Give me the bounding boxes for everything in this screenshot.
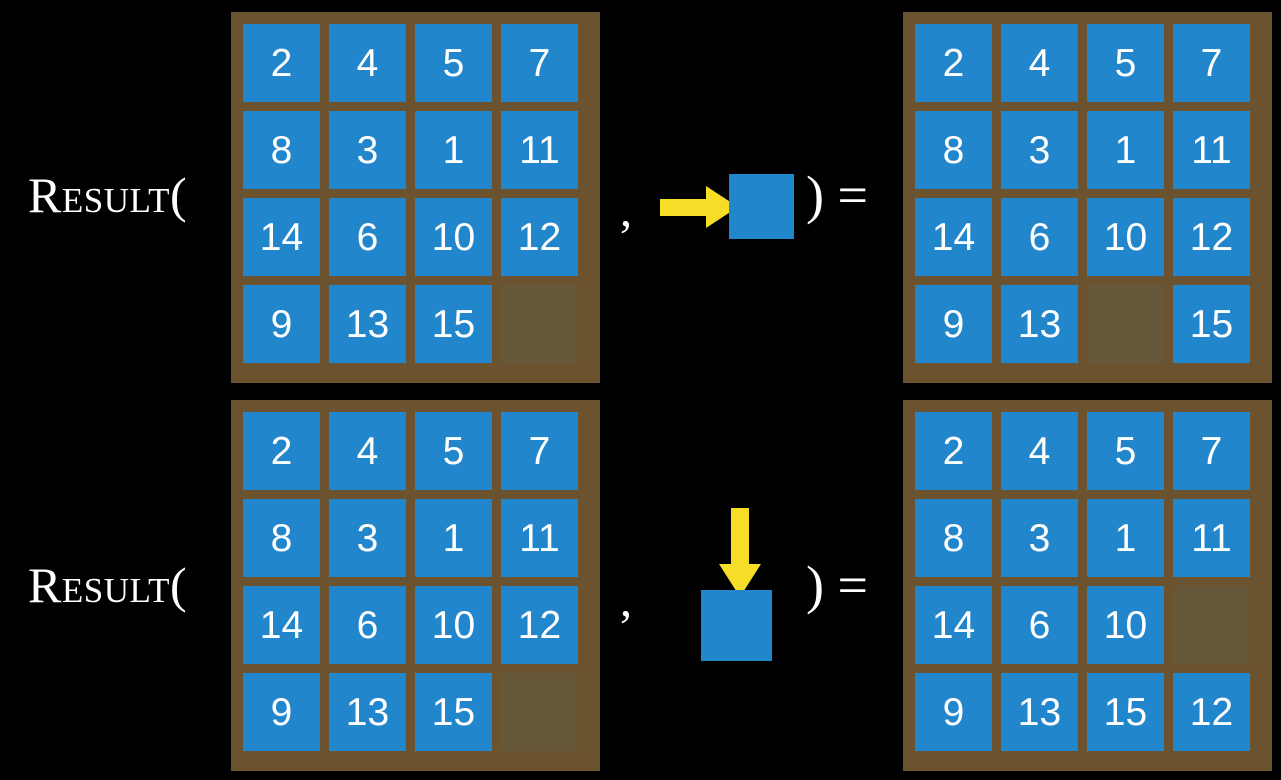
puzzle-tile: 14: [243, 198, 320, 276]
puzzle-tile: 8: [243, 499, 320, 577]
comma-separator-top: ,: [620, 183, 632, 237]
blank-tile-square-bottom: [701, 590, 772, 661]
puzzle-tile: 9: [243, 285, 320, 363]
puzzle-tile: 1: [415, 111, 492, 189]
puzzle-tile: 14: [915, 198, 992, 276]
puzzle-tile: 11: [501, 499, 578, 577]
puzzle-tile: 3: [1001, 111, 1078, 189]
puzzle-tile: 12: [501, 586, 578, 664]
puzzle-tile: 3: [329, 499, 406, 577]
comma-separator-bottom: ,: [620, 573, 632, 627]
puzzle-tile: 2: [243, 412, 320, 490]
puzzle-tile: 12: [1173, 673, 1250, 751]
puzzle-tile: 2: [915, 24, 992, 102]
puzzle-tile: 4: [1001, 412, 1078, 490]
puzzle-tile: 12: [501, 198, 578, 276]
action-illustration-top: [640, 0, 890, 390]
puzzle-tile: 15: [415, 285, 492, 363]
close-paren-equals-top: ) =: [806, 165, 868, 225]
blank-tile-square-top: [729, 174, 794, 239]
puzzle-tile: 10: [1087, 586, 1164, 664]
puzzle-blank-cell: [501, 673, 578, 751]
puzzle-tile: 14: [915, 586, 992, 664]
puzzle-tile: 1: [415, 499, 492, 577]
close-paren-equals-bottom: ) =: [806, 555, 868, 615]
puzzle-tile: 7: [1173, 24, 1250, 102]
arrow-right-shaft: [660, 199, 712, 216]
puzzle-blank-cell: [501, 285, 578, 363]
puzzle-tile: 3: [329, 111, 406, 189]
puzzle-tile: 9: [915, 673, 992, 751]
puzzle-tile: 13: [329, 673, 406, 751]
puzzle-tile: 13: [1001, 285, 1078, 363]
puzzle-blank-cell: [1087, 285, 1164, 363]
action-illustration-bottom: [640, 390, 890, 780]
puzzle-tile: 9: [915, 285, 992, 363]
puzzle-tile: 7: [501, 412, 578, 490]
puzzle-tile: 1: [1087, 111, 1164, 189]
puzzle-tile: 5: [1087, 24, 1164, 102]
puzzle-tile: 3: [1001, 499, 1078, 577]
puzzle-tile: 11: [1173, 111, 1250, 189]
puzzle-tile: 13: [1001, 673, 1078, 751]
puzzle-tile: 6: [329, 586, 406, 664]
puzzle-tile: 8: [243, 111, 320, 189]
arrow-down-icon: [719, 508, 761, 600]
puzzle-tile: 15: [415, 673, 492, 751]
result-function-label-bottom: Result(: [28, 557, 188, 613]
puzzle-tile: 11: [1173, 499, 1250, 577]
puzzle-tile: 2: [915, 412, 992, 490]
arrow-right-icon: [660, 186, 738, 228]
puzzle-tile: 4: [329, 412, 406, 490]
puzzle-tile: 2: [243, 24, 320, 102]
puzzle-tile: 5: [415, 24, 492, 102]
puzzle-tile: 4: [1001, 24, 1078, 102]
puzzle-tile: 9: [243, 673, 320, 751]
puzzle-tile: 6: [329, 198, 406, 276]
puzzle-tile: 7: [501, 24, 578, 102]
puzzle-blank-cell: [1173, 586, 1250, 664]
puzzle-tile: 4: [329, 24, 406, 102]
arrow-down-shaft: [731, 508, 749, 570]
puzzle-tile: 6: [1001, 198, 1078, 276]
puzzle-tile: 10: [415, 198, 492, 276]
puzzle-tile: 8: [915, 499, 992, 577]
puzzle-tile: 11: [501, 111, 578, 189]
puzzle-tile: 8: [915, 111, 992, 189]
puzzle-tile: 10: [1087, 198, 1164, 276]
puzzle-tile: 7: [1173, 412, 1250, 490]
puzzle-tile: 14: [243, 586, 320, 664]
puzzle-tile: 15: [1087, 673, 1164, 751]
puzzle-tile: 1: [1087, 499, 1164, 577]
puzzle-tile: 12: [1173, 198, 1250, 276]
puzzle-tile: 10: [415, 586, 492, 664]
result-function-label-top: Result(: [28, 167, 188, 223]
puzzle-tile: 15: [1173, 285, 1250, 363]
puzzle-tile: 13: [329, 285, 406, 363]
puzzle-tile: 6: [1001, 586, 1078, 664]
puzzle-tile: 5: [415, 412, 492, 490]
puzzle-tile: 5: [1087, 412, 1164, 490]
